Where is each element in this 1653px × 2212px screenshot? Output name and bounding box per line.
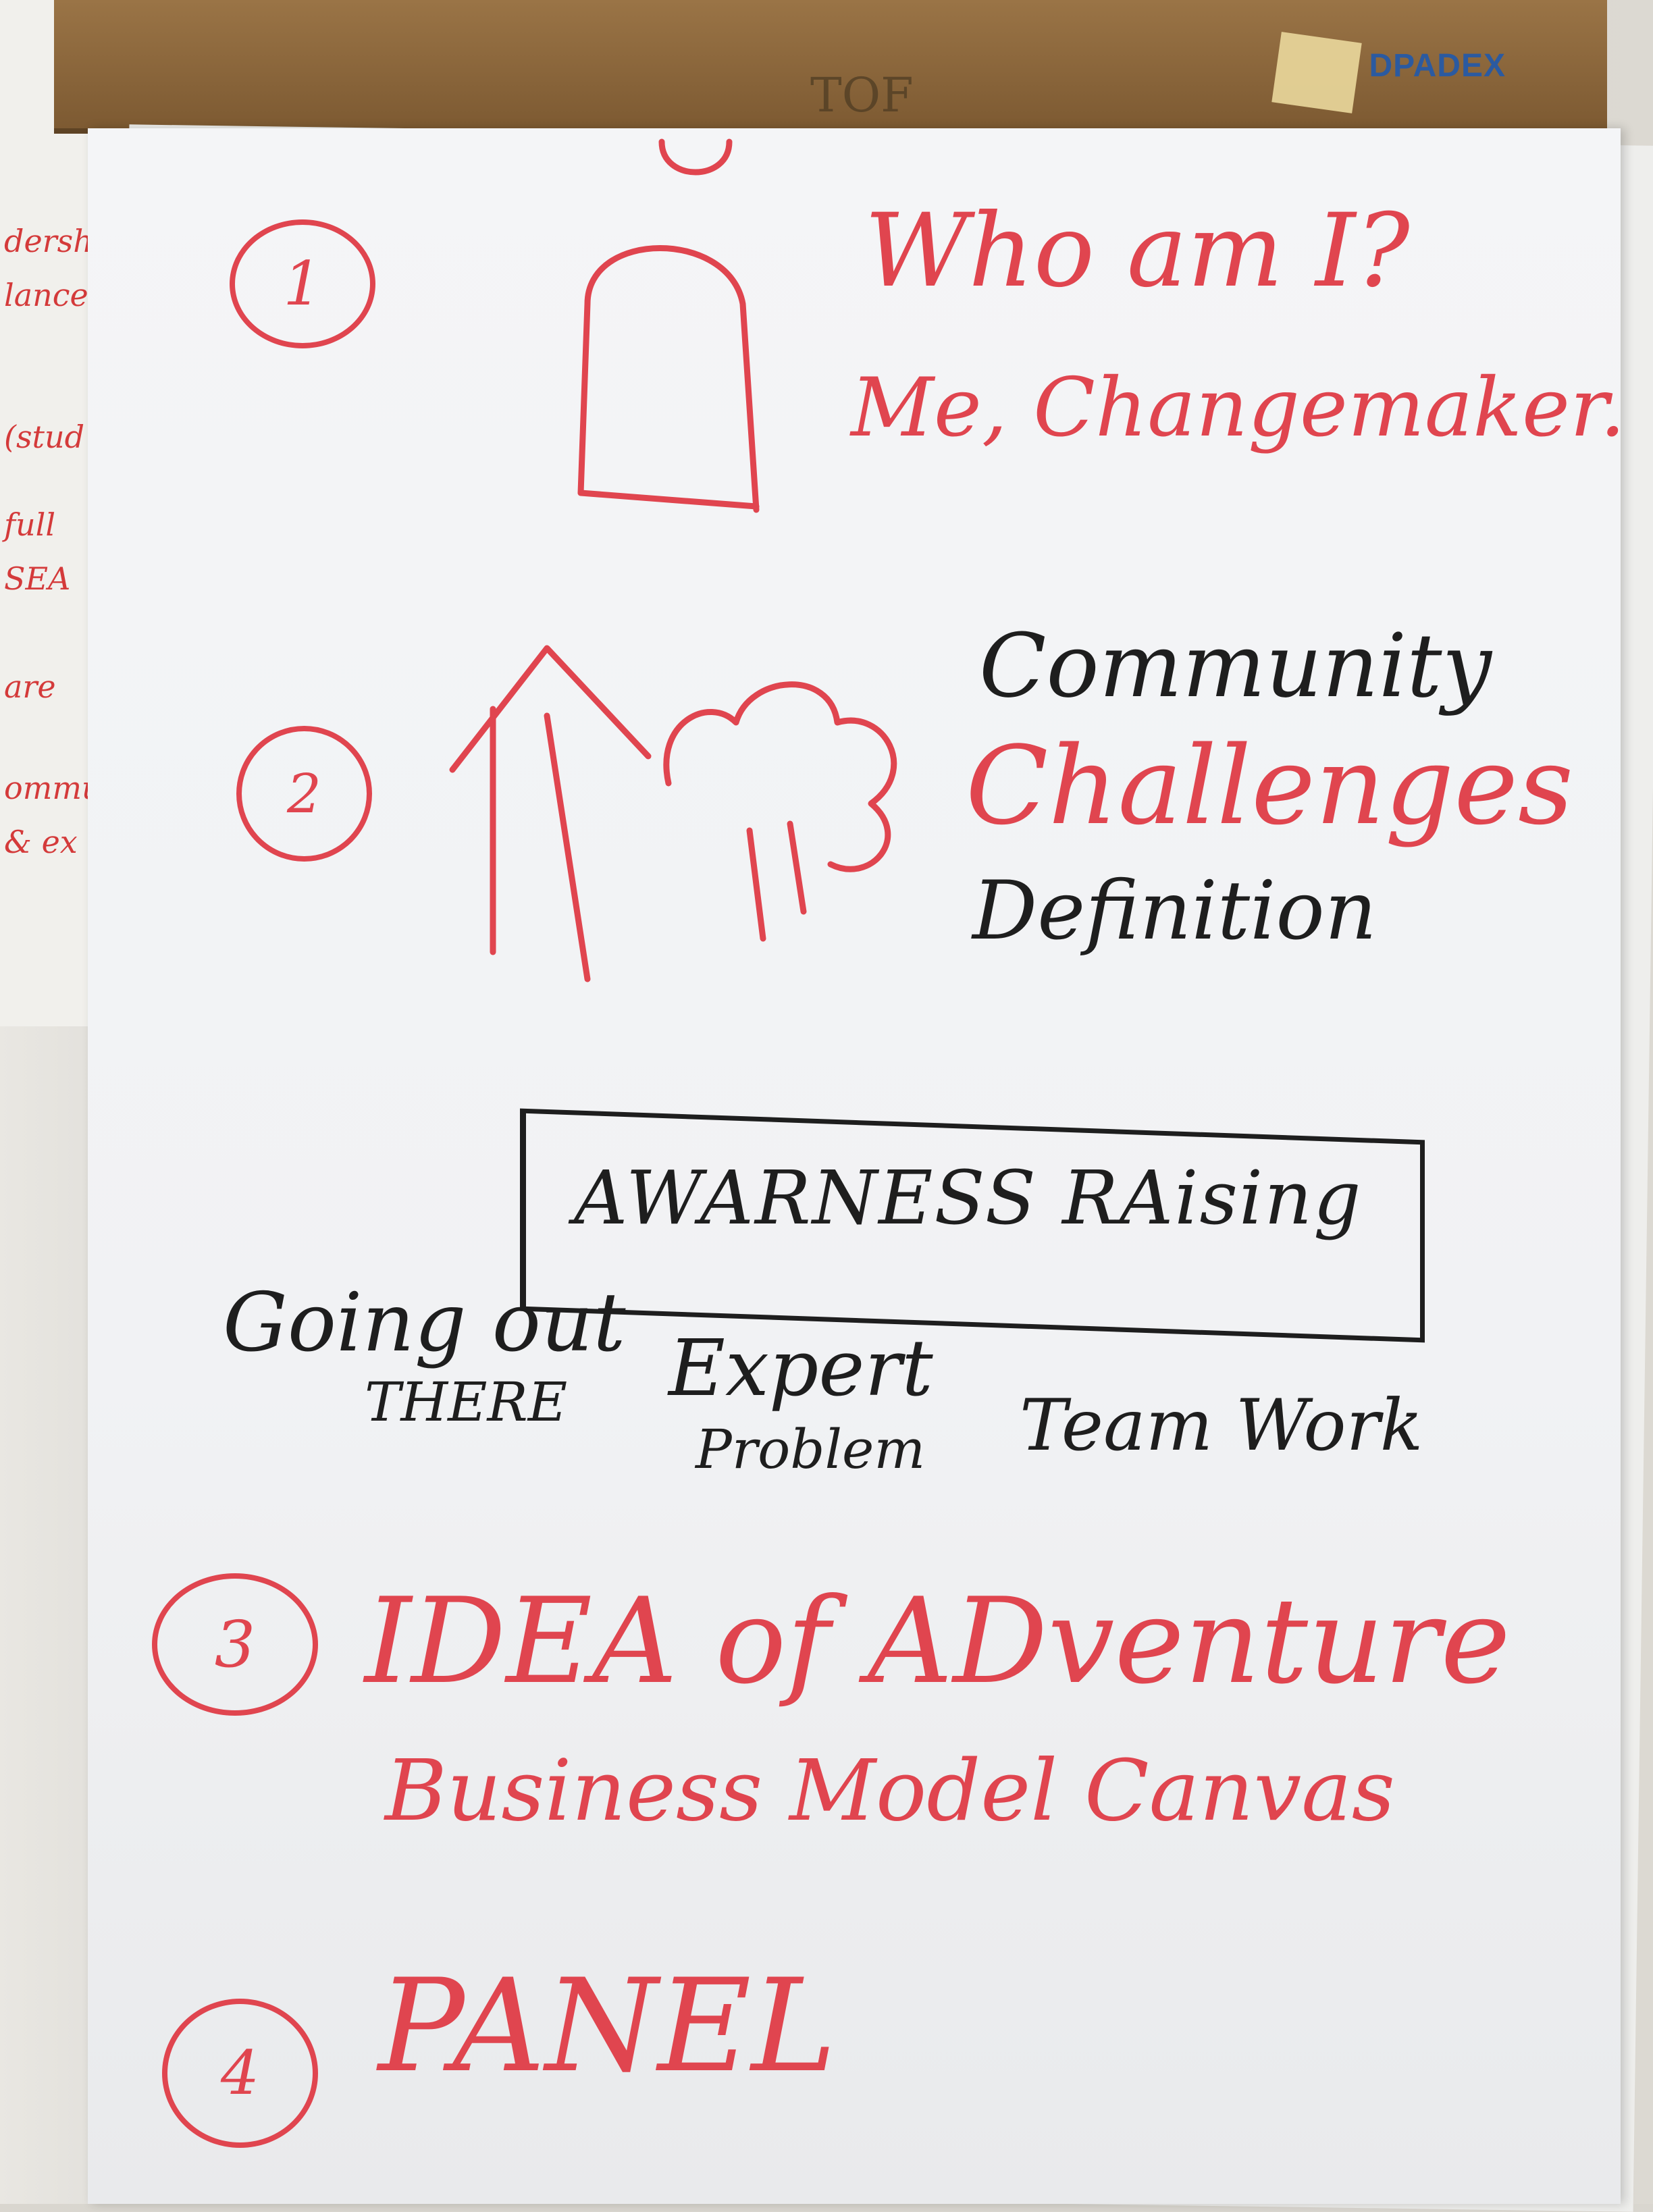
item-number-1: 1	[230, 219, 375, 348]
item-1-line-2: Me, Changemaker.	[851, 361, 1626, 455]
item-4-line-1: PANEL	[378, 1951, 837, 2101]
item-3-line-2: Business Model Canvas	[385, 1742, 1395, 1840]
scrap-text: full	[4, 506, 56, 543]
brand-logo: DPADEX	[1369, 48, 1506, 84]
sub-item-3-line-1: Team Work	[1020, 1384, 1423, 1467]
scrap-text: & ex	[4, 824, 78, 860]
flipchart-paper: 1 Who am I? Me, Changemaker. 2 Community…	[88, 128, 1625, 2204]
item-number-2: 2	[236, 726, 372, 862]
sub-item-1-line-2: THERE	[365, 1371, 568, 1433]
scrap-text: SEA	[4, 560, 71, 597]
item-number-4: 4	[162, 1999, 318, 2148]
sub-item-2-line-1: Expert	[668, 1323, 933, 1414]
scrap-text: lance	[4, 277, 88, 313]
head-icon	[577, 138, 760, 513]
flipchart-rail: TOF DPADEX	[54, 0, 1607, 134]
sub-item-2-line-2: Problem	[696, 1418, 926, 1481]
scrap-text: ommu	[4, 770, 102, 806]
left-whiteboard: dersh lance (stud full SEA are ommu & ex	[0, 0, 102, 1026]
sub-item-1-line-1: Going out	[223, 1276, 626, 1370]
item-2-line-1: Community	[979, 614, 1492, 717]
tree-icon	[663, 681, 897, 942]
item-2-line-2: Challenges	[966, 722, 1574, 849]
masking-tape	[1271, 32, 1362, 113]
rail-mark: TOF	[810, 68, 914, 123]
item-2-line-3: Definition	[972, 864, 1378, 958]
hand-arrow-icon	[449, 645, 652, 982]
awareness-banner-text: AWARNESS RAising	[574, 1155, 1363, 1241]
item-3-line-1: IDEA of ADventure	[365, 1573, 1511, 1710]
scrap-text: dersh	[4, 223, 93, 259]
item-1-line-1: Who am I?	[864, 192, 1410, 310]
scrap-text: (stud	[4, 419, 85, 455]
scrap-text: are	[4, 668, 56, 705]
item-number-3: 3	[152, 1573, 318, 1716]
